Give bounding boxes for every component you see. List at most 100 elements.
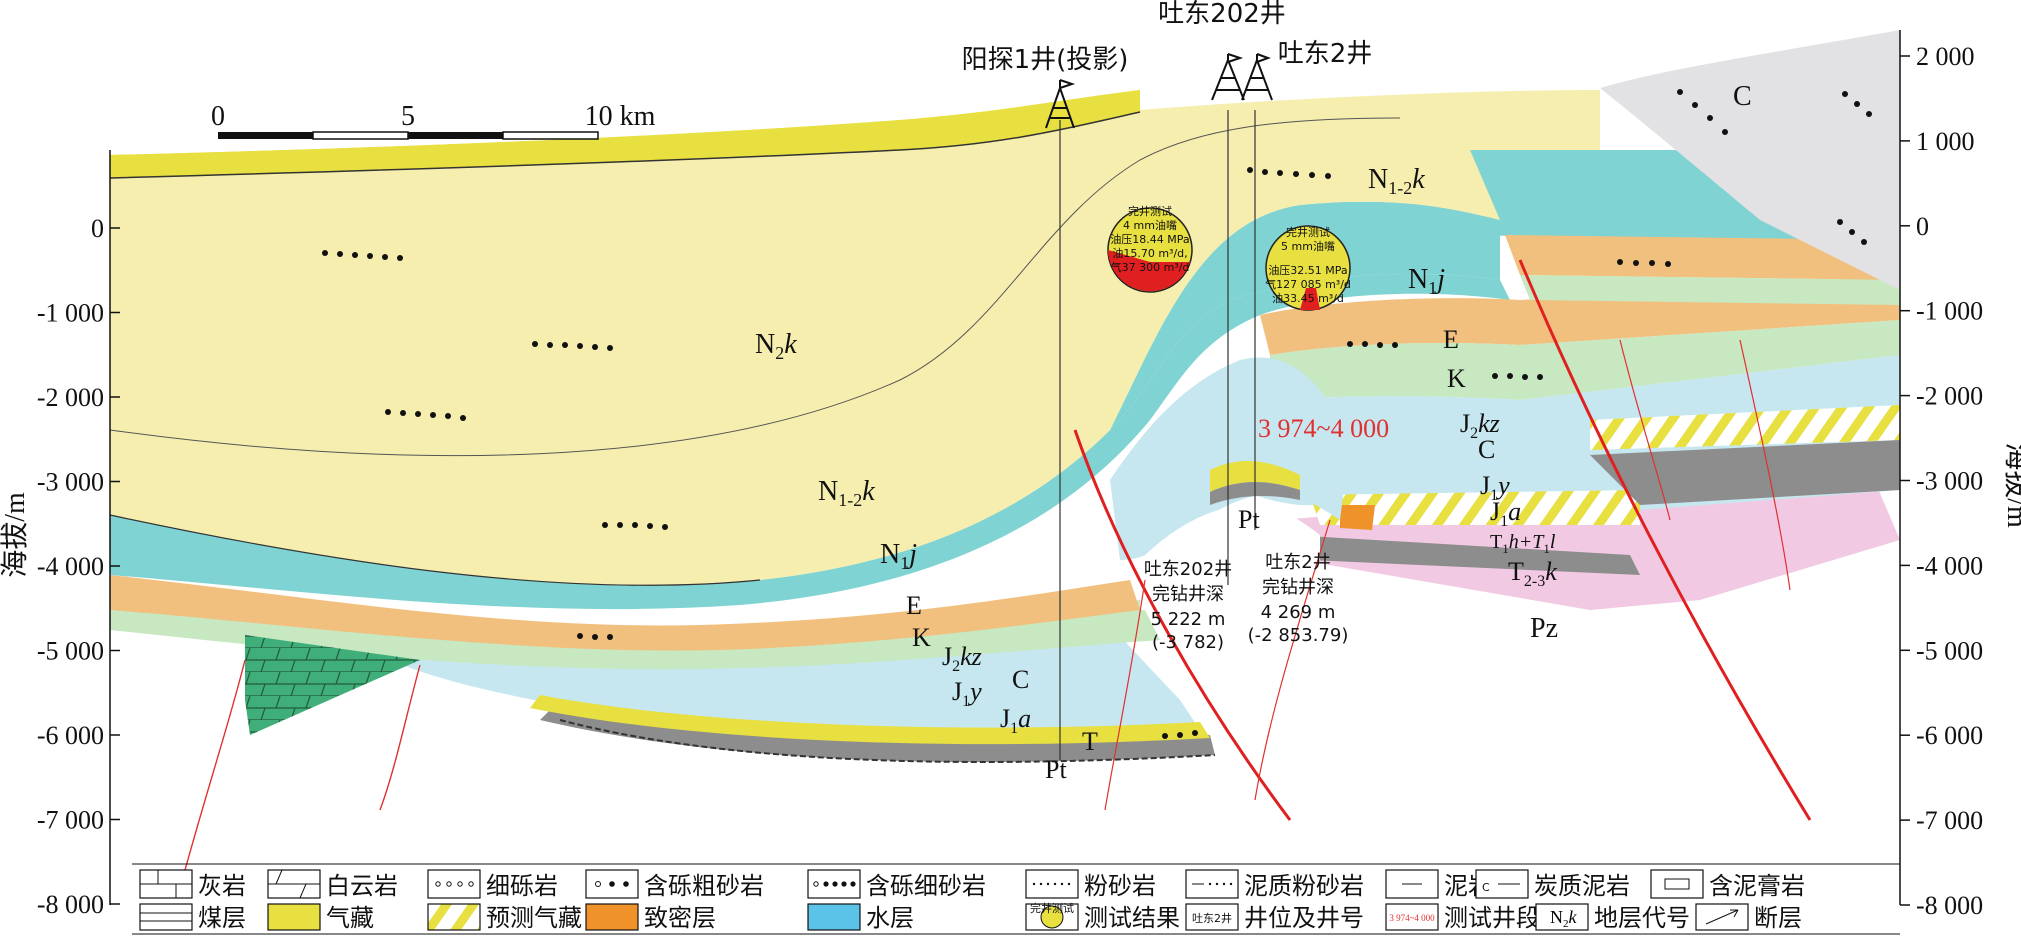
fault-2 [1518,259,1812,821]
formation-k-left: K [912,623,931,652]
circle2-line-1: 5 mm油嘴 [1281,239,1335,253]
layer-c-basement [1600,30,1900,290]
circle2-line-3: 气127 085 m³/d [1265,277,1351,291]
right-tick-label: -3 000 [1916,467,1983,496]
test-result-circle-2: 完井测试 5 mm油嘴 油压32.51 MPa 气127 085 m³/d 油3… [1265,225,1351,311]
svg-text:吐东202井: 吐东202井 [1144,559,1232,580]
well-depth-tudong202: 吐东202井 完钻井深 5 222 m (-3 782) [1144,559,1232,653]
layer-k-left [110,600,1160,670]
formation-e-left: E [906,591,922,620]
legend-label: 灰岩 [198,872,246,900]
legend-swatch-test: 完井测试 [1030,901,1074,915]
formation-c-left: C [1012,665,1029,694]
unconformity-base [559,719,1216,763]
formation-j2kz-right: J2kz [1460,409,1500,442]
legend-item: 完井测试测试结果 [1025,901,1180,932]
formation-c-top: C [1733,81,1752,112]
legend-label: 气藏 [326,904,374,932]
left-axis-title: 海拔/m [0,492,31,578]
scale-tick-0: 0 [211,101,225,132]
circle2-line-4: 油33.45 m³/d [1272,291,1344,305]
formation-t1h: T1h+T1l [1490,531,1556,556]
formation-k-right: K [1447,364,1466,393]
legend-label: 白云岩 [326,872,398,900]
formation-n12k-upper: N1-2k [1368,164,1425,198]
svg-text:完钻井深: 完钻井深 [1262,577,1334,598]
fault-5 [1104,579,1146,811]
formation-pt-center: Pt [1238,505,1260,534]
legend-item: 细砾岩 [427,869,558,900]
unconformity-n1j [109,514,761,586]
legend-item: 泥质粉砂岩 [1185,869,1364,900]
formation-n12k-lower: N1-2k [818,476,875,510]
legend-item: 吐东2井井位及井号 [1185,903,1364,932]
unconformity-top [109,111,1141,179]
layer-pt-core [1140,505,1320,610]
circle1-line-0: 完井测试 [1128,204,1172,218]
legend-label: 含砾细砂岩 [866,872,986,900]
formation-j1y-right: J1y [1480,471,1510,504]
legend-swatch-interval: 3 974~4 000 [1389,913,1435,923]
fault-3 [184,659,246,871]
well-depth-tudong2: 吐东2井 完钻井深 4 269 m (-2 853.79) [1248,552,1349,646]
layer-e-far-right [1505,235,1900,280]
legend-swatch-well: 吐东2井 [1192,911,1232,925]
layer-n1j-fill [1110,201,1500,430]
layer-tight [1340,505,1375,530]
legend-label: 测试井段 [1444,904,1540,932]
legend-item: 含砾细砂岩 [807,869,986,900]
layer-grey-right [1590,440,1900,505]
legend-label: 泥质粉砂岩 [1244,872,1364,900]
right-tick-label: -5 000 [1916,636,1983,665]
circle2-line-2: 油压32.51 MPa [1268,263,1347,277]
fault-7 [1739,339,1791,591]
right-tick-label: -2 000 [1916,382,1983,411]
legend-label: 井位及井号 [1244,904,1364,932]
fault-4 [379,664,421,811]
formation-labels: N2k N1-2k N1-2k N1j N1j E K E K J2kz C J… [755,81,1752,784]
right-tick-label: -7 000 [1916,806,1983,835]
legend-label: 含泥膏岩 [1709,872,1805,900]
fault-8 [1619,339,1671,521]
legend-item: 白云岩 [267,869,398,900]
left-axis-ticks: 0-1 000-2 000-3 000-4 000-5 000-6 000-7 … [37,214,120,919]
legend-item: 粉砂岩 [1025,869,1156,900]
legend-item: 预测气藏 [427,903,582,932]
legend-item: 煤层 [139,903,246,932]
formation-n1j-right: N1j [1408,264,1445,298]
boundary-n2k [109,117,1401,457]
svg-text:(-3 782): (-3 782) [1152,632,1224,653]
formation-pz: Pz [1530,613,1558,644]
well-tudong202-icon [1211,53,1245,101]
left-tick-label: -4 000 [37,552,104,581]
formation-t23k: T2-3k [1508,557,1557,590]
well-lines [1059,110,1256,760]
circle1-line-2: 油压18.44 MPa [1110,232,1189,246]
layer-k-right [1270,320,1900,400]
legend-label: 煤层 [198,904,246,932]
faults [184,259,1812,871]
legend-label: 致密层 [644,904,716,932]
legend-item: 水层 [807,903,914,932]
formation-n2k: N2k [755,329,797,363]
legend-label: 含砾粗砂岩 [644,872,764,900]
svg-text:完钻井深: 完钻井深 [1152,584,1224,605]
left-tick-label: -7 000 [37,806,104,835]
layer-k-far-right [1520,275,1900,305]
legend-item: 致密层 [585,903,716,932]
legend-label: 测试结果 [1084,904,1180,932]
formation-j2kz-left: J2kz [942,642,982,675]
layer-n1j [110,274,1510,610]
formation-t-left: T [1082,727,1098,756]
legend-item: 断层 [1695,903,1802,932]
circle1-line-3: 油15.70 m³/d, [1112,246,1187,260]
svg-text:5 222 m: 5 222 m [1151,609,1226,630]
svg-text:吐东2井: 吐东2井 [1265,552,1330,573]
formation-pt-left: Pt [1045,755,1067,784]
formation-j1a-left: J1a [1000,704,1031,737]
scale-tick-10: 10 km [585,101,656,132]
circle1-line-4: 气37 300 m³/d [1111,260,1190,274]
